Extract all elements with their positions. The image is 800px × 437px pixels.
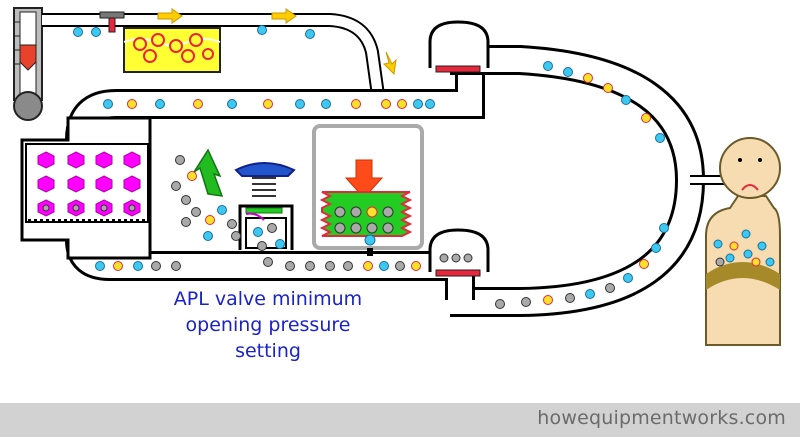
patient-icon [705,137,781,346]
gas-molecule [521,297,531,307]
gas-molecule [227,219,237,229]
gas-molecule [73,27,83,37]
gas-molecule [95,261,105,271]
caption-line-1: APL valve minimum [173,288,363,310]
gas-molecule [181,195,191,205]
gas-molecule [651,243,661,253]
gas-molecule [363,261,373,271]
gas-molecule [379,261,389,271]
gas-molecule [191,207,201,217]
caption-line-3: setting [235,340,301,362]
gas-molecule [305,261,315,271]
gas-molecule [495,299,505,309]
gas-molecule [203,231,213,241]
gas-molecule [171,261,181,271]
gas-molecule [151,261,161,271]
flowmeter-icon [13,7,43,121]
gas-molecule [563,67,573,77]
gas-molecule [395,261,405,271]
gas-molecule [411,261,421,271]
gas-molecule [193,99,203,109]
gas-molecule [659,223,669,233]
apl-valve-icon [234,162,296,250]
expiratory-valve-icon [428,228,490,277]
reservoir-bag-icon [312,124,424,250]
gas-molecule [175,155,185,165]
gas-molecule [257,241,267,251]
apl-setting-caption: APL valve minimum opening pressure setti… [150,286,386,364]
footer-bar: howequipmentworks.com [0,403,800,437]
gas-molecule [565,293,575,303]
absorber-icon [20,116,152,260]
gas-molecule [603,83,613,93]
gas-molecule [343,261,353,271]
gas-molecule [155,99,165,109]
gas-molecule [605,283,615,293]
gas-molecule [639,259,649,269]
caption-line-2: opening pressure [185,314,351,336]
gas-molecule [217,205,227,215]
gas-molecule [295,99,305,109]
gas-molecule [543,295,553,305]
gas-molecule [325,261,335,271]
gas-molecule [263,99,273,109]
gas-molecule [91,27,101,37]
gas-molecule [187,171,197,181]
gas-molecule [227,99,237,109]
fresh-gas-pipe [42,13,385,96]
gas-molecule [275,239,285,249]
gas-molecule [321,99,331,109]
gas-molecule [127,99,137,109]
gas-molecule [253,227,263,237]
gas-molecule [133,261,143,271]
gas-molecule [257,25,267,35]
gas-molecules [73,25,669,309]
gas-molecule [641,113,651,123]
gas-molecule [263,257,273,267]
gas-molecule [171,181,181,191]
gas-molecule [205,215,215,225]
gas-molecule [397,99,407,109]
gas-molecule [543,61,553,71]
gas-molecule [103,99,113,109]
gas-molecule [583,73,593,83]
vent-arrow-icon [193,148,224,197]
gas-molecule [181,217,191,227]
gas-molecule [623,273,633,283]
site-credit: howequipmentworks.com [537,407,786,429]
gas-molecule [621,95,631,105]
inspiratory-valve-icon [428,20,490,73]
gas-molecule [413,99,423,109]
gas-molecule [231,231,241,241]
fresh-gas-flow-arrows [157,8,397,76]
gas-molecule [113,261,123,271]
gas-molecule [425,99,435,109]
gas-molecule [585,289,595,299]
gas-molecule [351,99,361,109]
gas-molecule [285,261,295,271]
vaporizer-icon [99,11,221,73]
gas-molecule [655,133,665,143]
gas-molecule [305,29,315,39]
gas-molecule [381,99,391,109]
gas-molecule [267,223,277,233]
